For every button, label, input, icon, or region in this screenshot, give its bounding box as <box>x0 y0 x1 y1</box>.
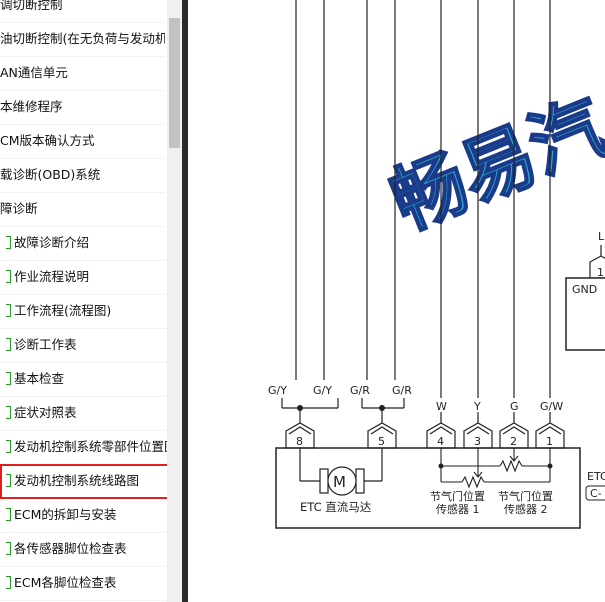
nav-item-label: 故障诊断介绍 <box>14 235 90 250</box>
wire-label: G/W <box>540 400 563 413</box>
nav-item[interactable]: 载诊断(OBD)系统 <box>0 158 165 193</box>
wiring-diagram: 畅易汽 L 1 GND <box>268 0 605 529</box>
wiring-diagram-pane: 畅易汽 L 1 GND <box>188 0 605 602</box>
motor-label: ETC 直流马达 <box>300 500 372 514</box>
wire-label: G/R <box>350 384 370 397</box>
gnd-label: GND <box>572 283 597 296</box>
pane-divider[interactable] <box>182 0 188 602</box>
nav-item[interactable]: 发动机控制系统零部件位置图 <box>0 430 171 465</box>
nav-item-label: AN通信单元 <box>0 65 68 80</box>
tps-circuit <box>440 448 551 489</box>
document-icon <box>6 474 11 487</box>
nav-item-label: 作业流程说明 <box>14 269 90 284</box>
tps1-label-line2: 传感器 1 <box>436 503 480 516</box>
etc-motor <box>299 448 383 496</box>
nav-item-label: 油切断控制(在无负荷与发动机 <box>0 31 165 46</box>
wire-label: G <box>510 400 519 413</box>
throttle-body-box <box>275 447 581 529</box>
watermark: 畅易汽 <box>379 83 605 248</box>
etc-label: ETC <box>587 470 605 483</box>
nav-item[interactable]: 作业流程说明 <box>0 260 171 295</box>
gnd-connector: L 1 GND <box>565 230 605 351</box>
document-icon <box>6 406 11 419</box>
tps2-label-line2: 传感器 2 <box>504 503 548 516</box>
nav-item[interactable]: 故障诊断介绍 <box>0 226 171 261</box>
nav-item[interactable]: CM版本确认方式 <box>0 124 165 159</box>
motor-symbol: M <box>333 473 346 491</box>
tps1-label-line1: 节气门位置 <box>430 489 485 503</box>
nav-item[interactable]: 油切断控制(在无负荷与发动机 <box>0 22 165 57</box>
nav-item[interactable]: 本维修程序 <box>0 90 165 125</box>
document-icon <box>6 304 11 317</box>
nav-item[interactable]: 诊断工作表 <box>0 328 171 363</box>
nav-item-label: 诊断工作表 <box>14 337 77 352</box>
nav-item-label: 载诊断(OBD)系统 <box>0 167 101 182</box>
nav-item-label: ECM的拆卸与安装 <box>14 507 117 522</box>
nav-item[interactable]: ECM各脚位检查表 <box>0 566 171 601</box>
nav-item-label: 各传感器脚位检查表 <box>14 541 127 556</box>
document-icon <box>6 236 11 249</box>
pin-number: 3 <box>474 435 481 448</box>
nav-item-label: 调切断控制 <box>0 0 63 12</box>
nav-item[interactable]: 症状对照表 <box>0 396 171 431</box>
wires <box>281 0 551 423</box>
nav-item-label: 基本检查 <box>14 371 65 386</box>
document-icon <box>6 440 11 453</box>
top-pin-number: 1 <box>597 266 604 279</box>
nav-item-label: 工作流程(流程图) <box>14 303 112 318</box>
document-icon <box>6 372 11 385</box>
nav-item-label: CM版本确认方式 <box>0 133 95 148</box>
nav-item[interactable]: AN通信单元 <box>0 56 165 91</box>
nav-item[interactable]: 发动机控制系统线路图 <box>0 464 171 499</box>
document-icon <box>6 508 11 521</box>
nav-item[interactable]: 基本检查 <box>0 362 171 397</box>
document-icon <box>6 270 11 283</box>
scrollbar-thumb[interactable] <box>169 18 180 148</box>
nav-item-label: 本维修程序 <box>0 99 63 114</box>
wire-labels: G/Y G/Y G/R G/R W Y G G/W <box>268 384 563 413</box>
connector-code: C- <box>590 487 602 500</box>
document-icon <box>6 542 11 555</box>
pin-number: 8 <box>296 435 303 448</box>
nav-item-label: 症状对照表 <box>14 405 77 420</box>
wire-label: G/Y <box>268 384 287 397</box>
watermark-text: 畅易汽 <box>380 84 605 247</box>
nav-item[interactable]: 调切断控制 <box>0 0 165 23</box>
pin-number: 2 <box>510 435 517 448</box>
nav-item[interactable]: 障诊断 <box>0 192 165 227</box>
document-icon <box>6 576 11 589</box>
document-icon <box>6 338 11 351</box>
nav-item[interactable]: ECM的拆卸与安装 <box>0 498 171 533</box>
pin-number: 5 <box>378 435 385 448</box>
nav-item[interactable]: 各传感器脚位检查表 <box>0 532 171 567</box>
pin-number: 4 <box>437 435 444 448</box>
wire-label: W <box>436 400 447 413</box>
nav-item-label: 发动机控制系统零部件位置图 <box>14 439 171 454</box>
wire-label: G/Y <box>313 384 332 397</box>
vertical-scrollbar[interactable] <box>167 0 182 602</box>
pin-number: 1 <box>546 435 553 448</box>
nav-item-label: 发动机控制系统线路图 <box>14 473 140 488</box>
nav-item-label: ECM各脚位检查表 <box>14 575 117 590</box>
wire-label: Y <box>473 400 481 413</box>
top-wire-letter: L <box>598 230 605 243</box>
pin-numbers: 8 5 4 3 2 1 <box>296 435 553 448</box>
tps2-label-line1: 节气门位置 <box>498 489 553 503</box>
wire-label: G/R <box>392 384 412 397</box>
nav-item[interactable]: 工作流程(流程图) <box>0 294 171 329</box>
navigation-tree: 调切断控制油切断控制(在无负荷与发动机 AN通信单元本维修程序 CM版本确认方式载诊… <box>0 0 182 602</box>
connector-pins <box>285 422 565 449</box>
nav-item-label: 障诊断 <box>0 201 38 216</box>
